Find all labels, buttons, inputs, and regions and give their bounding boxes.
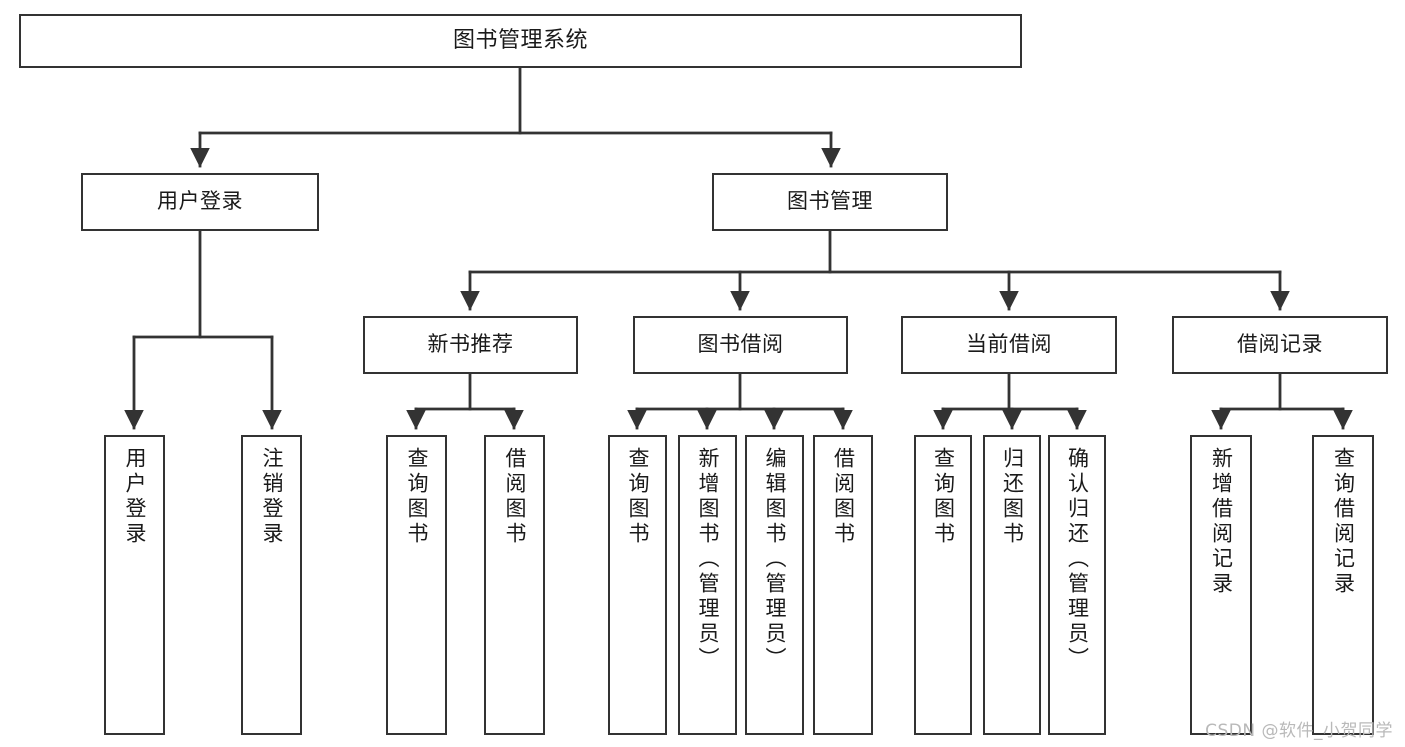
leaf-query-book-recommend[interactable]: 查询图书	[386, 435, 447, 735]
leaf-label: 新增借阅记录	[1209, 447, 1234, 597]
node-label: 当前借阅	[966, 332, 1052, 357]
leaf-query-borrow-record[interactable]: 查询借阅记录	[1312, 435, 1374, 735]
leaf-label: 编辑图书（管理员）	[763, 447, 787, 672]
node-label: 借阅记录	[1237, 332, 1323, 357]
node-root-system[interactable]: 图书管理系统	[19, 14, 1022, 68]
leaf-label: 查询图书	[405, 447, 429, 547]
leaf-user-login[interactable]: 用户登录	[104, 435, 165, 735]
leaf-label: 新增图书（管理员）	[696, 447, 720, 672]
node-label: 用户登录	[157, 189, 243, 214]
node-new-book-recommend[interactable]: 新书推荐	[363, 316, 578, 374]
leaf-query-book-current[interactable]: 查询图书	[914, 435, 972, 735]
leaf-label: 查询借阅记录	[1331, 447, 1356, 597]
leaf-label: 借阅图书	[831, 447, 856, 547]
leaf-confirm-return-admin[interactable]: 确认归还（管理员）	[1048, 435, 1106, 735]
leaf-logout[interactable]: 注销登录	[241, 435, 302, 735]
leaf-label: 确认归还（管理员）	[1065, 447, 1090, 672]
leaf-label: 归还图书	[1000, 447, 1025, 547]
node-book-borrow[interactable]: 图书借阅	[633, 316, 848, 374]
node-label: 图书管理	[787, 189, 873, 214]
leaf-label: 查询图书	[626, 447, 650, 547]
leaf-borrow-book[interactable]: 借阅图书	[813, 435, 873, 735]
watermark-text: CSDN @软件_小贺同学	[1205, 721, 1393, 741]
node-label: 图书借阅	[697, 332, 784, 357]
node-label: 图书管理系统	[452, 27, 588, 53]
node-book-management[interactable]: 图书管理	[712, 173, 948, 231]
leaf-add-borrow-record[interactable]: 新增借阅记录	[1190, 435, 1252, 735]
node-label: 新书推荐	[427, 332, 514, 357]
node-borrow-record[interactable]: 借阅记录	[1172, 316, 1388, 374]
leaf-query-book-borrow[interactable]: 查询图书	[608, 435, 667, 735]
leaf-label: 借阅图书	[503, 447, 527, 547]
leaf-borrow-book-recommend[interactable]: 借阅图书	[484, 435, 545, 735]
leaf-return-book[interactable]: 归还图书	[983, 435, 1041, 735]
leaf-label: 查询图书	[931, 447, 956, 547]
leaf-add-book-admin[interactable]: 新增图书（管理员）	[678, 435, 737, 735]
node-user-login[interactable]: 用户登录	[81, 173, 319, 231]
leaf-label: 注销登录	[260, 447, 284, 547]
leaf-edit-book-admin[interactable]: 编辑图书（管理员）	[745, 435, 804, 735]
node-current-borrow[interactable]: 当前借阅	[901, 316, 1117, 374]
leaf-label: 用户登录	[123, 447, 147, 547]
